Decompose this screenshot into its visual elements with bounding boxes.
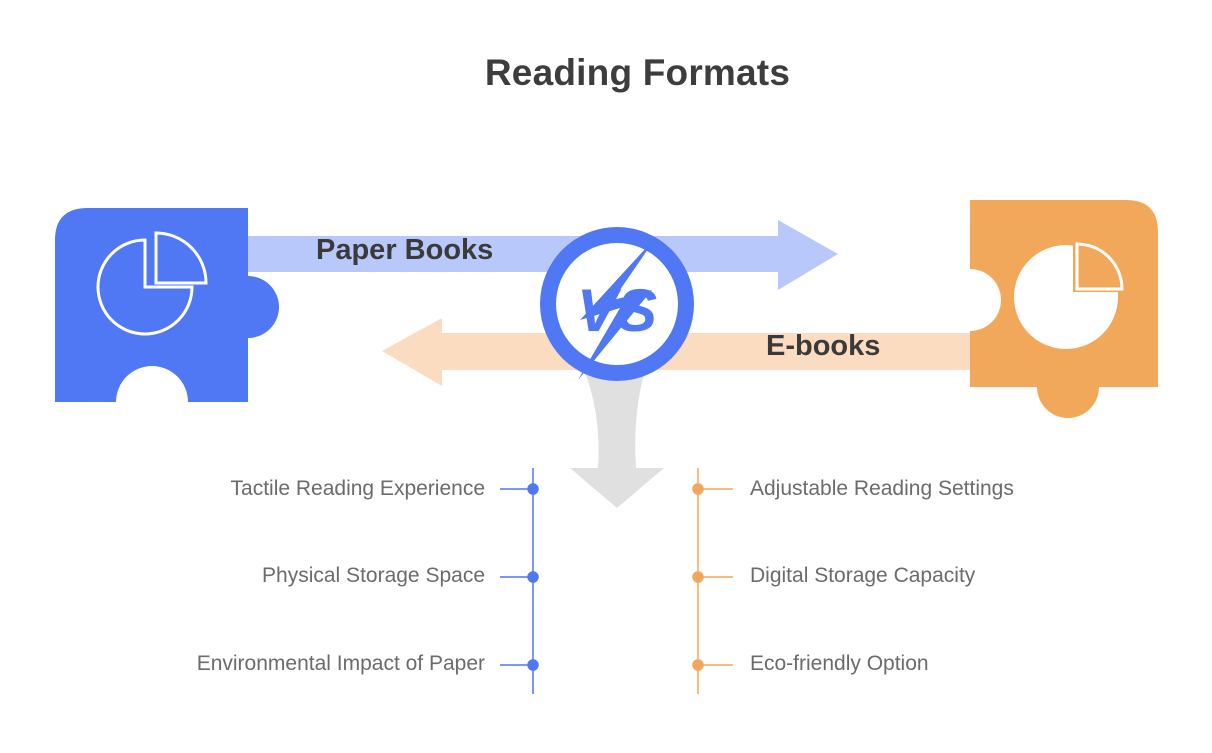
paper-books-puzzle-piece bbox=[55, 208, 279, 402]
e-books-arrow bbox=[382, 318, 980, 386]
page-title: Reading Formats bbox=[484, 52, 791, 93]
pie-chart-icon bbox=[1073, 239, 1126, 292]
right-item-2: Digital Storage Capacity bbox=[750, 564, 976, 587]
vs-badge: VS bbox=[540, 227, 694, 381]
left-item-1: Tactile Reading Experience bbox=[230, 477, 485, 500]
right-item-3: Eco-friendly Option bbox=[750, 652, 929, 675]
vs-text: VS bbox=[577, 277, 657, 344]
paper-books-arrow bbox=[240, 220, 838, 290]
left-item-3: Environmental Impact of Paper bbox=[196, 652, 485, 675]
e-books-label: E-books bbox=[766, 330, 881, 362]
right-bullets bbox=[692, 483, 733, 671]
pie-chart-icon bbox=[96, 231, 208, 336]
right-item-1: Adjustable Reading Settings bbox=[750, 477, 1014, 500]
paper-books-label: Paper Books bbox=[316, 234, 494, 266]
e-books-puzzle-piece bbox=[970, 200, 1158, 418]
left-bullets bbox=[500, 483, 539, 671]
down-arrow bbox=[570, 360, 664, 508]
left-item-2: Physical Storage Space bbox=[262, 564, 485, 587]
